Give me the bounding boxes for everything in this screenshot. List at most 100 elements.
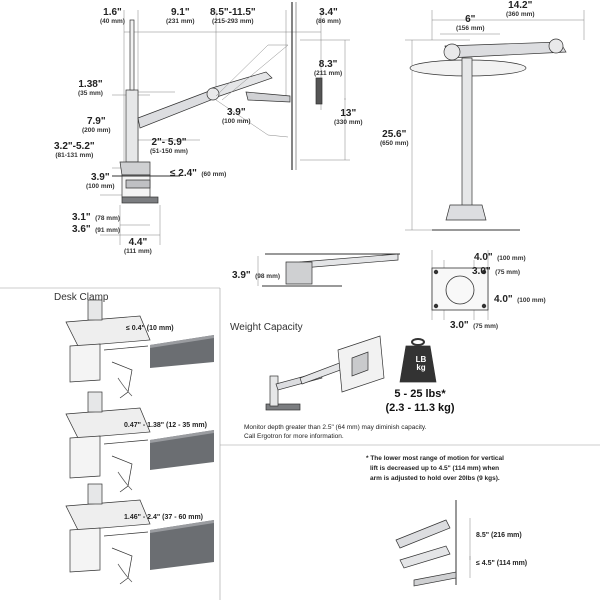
dim-mm: (86 mm) [316,18,341,25]
vesa-pattern-drawing [431,250,489,320]
footnote-line: lift is decreased up to 4.5" (114 mm) wh… [370,465,500,472]
dimension-label: 8.3" (211 mm) [314,60,342,78]
dim-inches: 14.2" [508,0,533,11]
dim-mm: (51-150 mm) [150,148,188,155]
dimension-label: 7.9" (200 mm) [82,117,111,135]
dim-mm: (98 mm) [255,273,281,280]
dim-inches: 13" [340,108,357,119]
dim-inches: 3.9" [226,107,246,118]
dim-inches: 9.1" [170,7,190,18]
dimension-label: 9.1" (231 mm) [166,8,195,26]
dim-mm: (100 mm) [86,183,115,190]
dim-mm: (211 mm) [314,70,343,77]
dimension-label: 3.9" (98 mm) [232,266,280,282]
dim-inches: 4.0" [494,294,513,305]
dim-mm: (40 mm) [100,18,125,25]
dim-inches: 8.3" [318,59,338,70]
weight-range-kg: (2.3 - 11.3 kg) [385,402,455,414]
dimension-label: 4.4" (111 mm) [124,238,152,256]
dim-inches: 3.9" [232,270,251,281]
footnote-line: * The lower most range of motion for ver… [366,455,504,462]
dimension-label: 3.2"-5.2" (81-131 mm) [54,142,95,160]
dimension-label: 3.0" (75 mm) [472,262,520,278]
dimension-label: 1.6" (40 mm) [100,8,125,26]
desk-clamp-illustration [65,299,214,399]
dimension-label: 3.9" (100 mm) [86,173,115,191]
weight-unit-kg: kg [416,363,426,373]
dim-mm: (650 mm) [380,140,409,147]
dimension-label: 6" (156 mm) [456,15,485,33]
profile-view-drawing [405,10,585,231]
dim-mm: (75 mm) [495,269,521,276]
dimension-label: 14.2" (360 mm) [506,1,535,19]
dimension-label: 8.5"-11.5" (215-293 mm) [210,8,256,26]
side-view-drawing [100,2,350,245]
lift-dimension-label: 8.5" (216 mm) [476,532,522,539]
dim-inches: 3.4" [319,7,338,18]
vertical-lift-drawing [395,500,471,587]
capacity-note: Monitor depth greater than 2.5" (64 mm) … [244,424,427,431]
dimension-label: 2"- 5.9" (51-150 mm) [150,138,188,156]
clamp-range-label: 1.46" - 2.4" (37 - 60 mm) [124,514,204,521]
dim-inches: 3.0" [450,320,469,331]
weight-unit-lb: LB [415,355,427,364]
dim-mm: (81-131 mm) [55,152,94,159]
clamp-height-drawing [257,253,400,287]
dim-inches: 3.0" [472,266,491,277]
dim-mm: (100 mm) [222,118,251,125]
dim-mm: (78 mm) [95,215,121,222]
desk-clamp-illustration [65,483,214,585]
dim-inches: 1.38" [78,79,103,90]
weight-capacity-title: Weight Capacity [230,322,303,333]
dimension-label: 3.1" (78 mm) [72,208,120,224]
weight-icon: LB kg [406,355,436,373]
dim-inches: 7.9" [86,116,106,127]
dim-inches: 8.5"-11.5" [210,7,256,18]
dim-inches: 4.4" [128,237,148,248]
dimension-label: 3.0" (75 mm) [450,316,498,332]
dimension-label: 4.0" (100 mm) [474,248,526,264]
dim-mm: (111 mm) [124,248,152,255]
clamp-range-label: 0.47" - 1.38" (12 - 35 mm) [124,422,207,429]
desk-clamp-illustration [65,391,214,493]
dim-mm: (75 mm) [473,323,499,330]
dim-mm: (215-293 mm) [212,18,254,25]
dimension-label: 3.6" (91 mm) [72,220,120,236]
dimension-label: 3.4" (86 mm) [316,8,341,26]
dim-mm: (60 mm) [201,171,227,178]
dimension-label: 4.0" (100 mm) [494,290,546,306]
dim-mm: (156 mm) [456,25,485,32]
dimension-label: ≤ 2.4" (60 mm) [170,164,226,180]
clamp-range-label: ≤ 0.4" (10 mm) [126,325,174,332]
dim-mm: (91 mm) [95,227,121,234]
dim-inches: 3.1" [72,212,91,223]
dim-inches: 25.6" [382,129,407,140]
dim-mm: (35 mm) [78,90,103,97]
dim-inches: 4.0" [474,252,493,263]
dim-mm: (231 mm) [166,18,195,25]
dimension-label: 13" (330 mm) [334,109,363,127]
capacity-note: Call Ergotron for more information. [244,433,344,440]
dimension-label: 3.9" (100 mm) [222,108,251,126]
dim-inches: 6" [465,14,476,25]
lift-dimension-label: ≤ 4.5" (114 mm) [476,560,528,567]
dim-mm: (100 mm) [497,255,526,262]
desk-clamp-drawings [65,299,214,585]
dim-inches: 2"- 5.9" [151,137,187,148]
dim-mm: (100 mm) [517,297,546,304]
dimension-label: 1.38" (35 mm) [78,80,103,98]
dim-inches: 3.6" [72,224,91,235]
weight-range-lbs: 5 - 25 lbs* [394,388,446,400]
dimension-label: 25.6" (650 mm) [380,130,409,148]
dim-mm: (360 mm) [506,11,535,18]
dim-inches: 3.9" [90,172,110,183]
dim-mm: (200 mm) [82,127,111,134]
dim-inches: ≤ 2.4" [170,168,197,179]
footnote-line: arm is adjusted to hold over 20lbs (9 kg… [370,475,500,482]
weight-capacity-drawing [265,335,437,411]
dim-inches: 3.2"-5.2" [54,141,95,152]
dim-mm: (330 mm) [334,119,363,126]
desk-clamp-title: Desk Clamp [54,292,109,303]
